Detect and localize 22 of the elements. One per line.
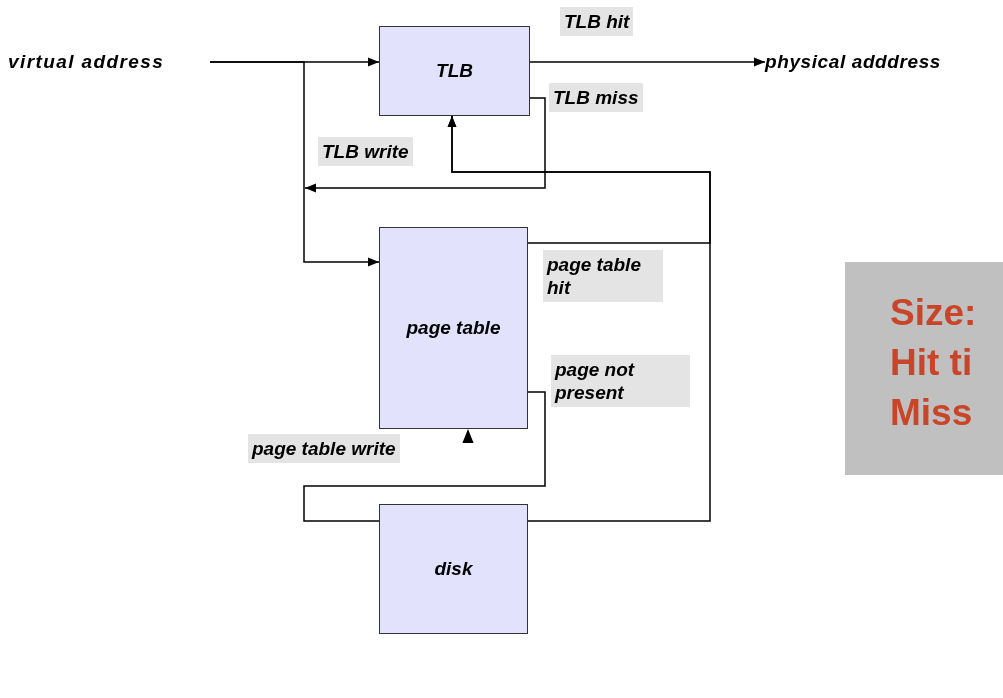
edge-label: TLB hit bbox=[560, 7, 634, 36]
box-label: disk bbox=[434, 558, 473, 580]
edge-label: page not present bbox=[551, 355, 690, 407]
output-label: physical adddress bbox=[765, 50, 1001, 74]
panel-text: Size: bbox=[890, 291, 978, 335]
connector-arrow bbox=[209, 61, 380, 267]
edge-label: page table write bbox=[248, 434, 400, 463]
box-label: TLB bbox=[436, 60, 473, 82]
info-panel bbox=[845, 262, 1003, 475]
tlb-box bbox=[379, 26, 530, 116]
connector-arrow bbox=[304, 97, 546, 193]
connector-arrow bbox=[447, 115, 711, 522]
connector-arrow bbox=[529, 57, 766, 67]
box-label: page table bbox=[406, 317, 501, 339]
arrowhead bbox=[462, 429, 474, 443]
panel-text: Hit ti bbox=[890, 341, 974, 385]
edge-label: page table hit bbox=[543, 250, 663, 302]
panel-text: Miss bbox=[890, 391, 974, 435]
edge-label: TLB miss bbox=[549, 83, 643, 112]
page-table-box bbox=[379, 227, 528, 429]
note-label: TLB write bbox=[318, 137, 413, 166]
input-label: virtual address bbox=[8, 50, 210, 74]
